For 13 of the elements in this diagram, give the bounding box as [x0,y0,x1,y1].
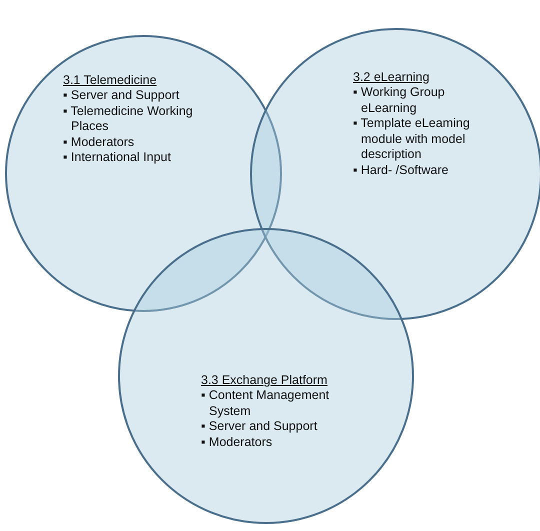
section-heading: 3.3 Exchange Platform [201,373,328,387]
section-heading: 3.1 Telemedicine [63,73,158,87]
bullet-item: ▪ Moderators [201,434,274,450]
bullet-item: ▪ International Input [63,150,172,166]
bullet-item: ▪ Content Management System [201,388,330,419]
section-heading: 3.2 eLearning [353,70,430,84]
bullet-item: ▪ Template eLeaming module with model description [353,116,471,162]
bullet-item: ▪ Moderators [63,134,136,150]
bullet-item: ▪ Working Group eLearning [353,85,446,116]
bullet-item: ▪ Telemedicine Working Places [63,104,194,134]
bullet-item: ▪ Hard- /Software [353,162,450,178]
bullet-item: ▪ Server and Support [63,88,180,104]
bullet-item: ▪ Server and Support [201,419,318,434]
